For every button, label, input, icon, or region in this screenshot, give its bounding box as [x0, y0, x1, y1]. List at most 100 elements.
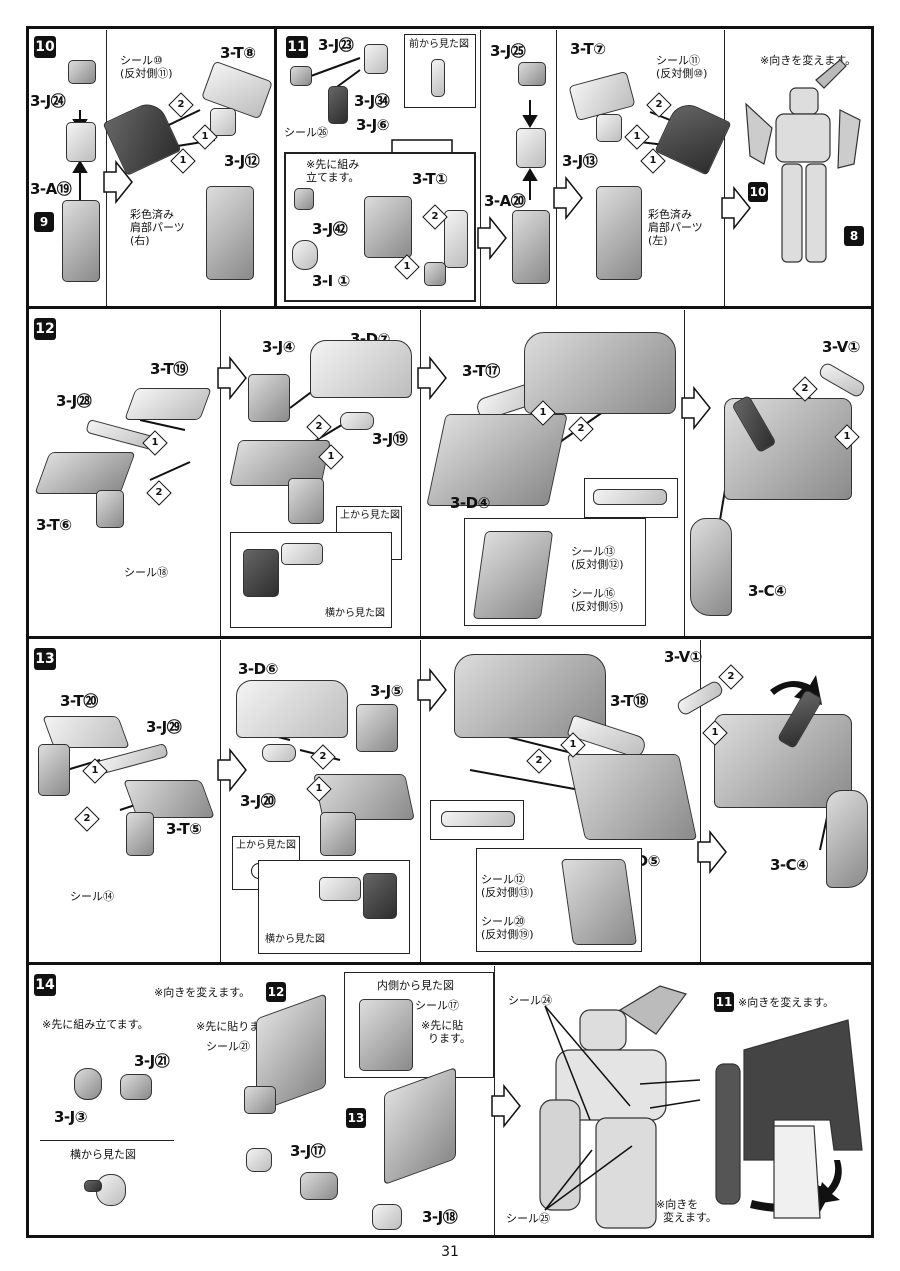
step-reference: 9: [34, 212, 54, 232]
part-label: 3-J㉞: [354, 92, 390, 110]
part-label: 3-A⑳: [484, 192, 526, 210]
sub-divider: [724, 30, 725, 306]
part-label: 3-C④: [748, 582, 787, 600]
front-view-label: 前から見た図: [409, 39, 469, 50]
part-label: 3-J㉕: [490, 42, 526, 60]
part-label: 3-D⑥: [238, 660, 278, 678]
flow-arrow-icon: [697, 829, 727, 875]
sticker-label: シール㉕: [506, 1212, 550, 1225]
step-number: 14: [34, 974, 56, 996]
flow-arrow-icon: [553, 175, 583, 221]
sticker-detail-part: [560, 859, 638, 945]
step-reference: 8: [844, 226, 864, 246]
part-j42: [294, 188, 314, 210]
sticker-label: シール㉔: [508, 994, 552, 1007]
part-label: 3-J⑱: [422, 1208, 458, 1226]
detail-box: [430, 800, 524, 840]
inner-view-label: 内側から見た図: [377, 979, 454, 992]
arm-part: [206, 186, 254, 280]
part-j17: [246, 1148, 272, 1172]
part-t19: [124, 388, 212, 420]
part-label: 3-J⑲: [372, 430, 408, 448]
part-t6: [34, 452, 136, 494]
sub-divider: [684, 310, 685, 636]
side-view-part: [281, 543, 323, 565]
part-c4: [690, 518, 732, 616]
part-t5-lower: [126, 812, 154, 856]
arm-part: [596, 186, 642, 280]
side-view-label: 横から見た図: [265, 934, 325, 945]
flow-arrow-icon: [477, 215, 507, 261]
sub-divider: [420, 640, 421, 962]
side-view-label: 横から見た図: [70, 1148, 136, 1161]
part-label: 3-J⑬: [562, 152, 598, 170]
part-label: 3-C④: [770, 856, 809, 874]
sticker-detail-box: シール⑬ (反対側⑫) シール⑯ (反対側⑮): [464, 518, 646, 626]
part-label: 3-J⑥: [356, 116, 389, 134]
part-label: 3-A⑲: [30, 180, 72, 198]
inner-view-box: 内側から見た図 シール⑰ ※先に貼 ります。: [344, 972, 494, 1078]
part-d6: [236, 680, 348, 738]
flow-arrow-icon: [721, 185, 751, 231]
part-label: 3-J④: [262, 338, 295, 356]
note: ※先に貼 ります。: [421, 1019, 471, 1045]
sub-divider: [480, 30, 481, 306]
note: ※向きを変えます。: [760, 54, 857, 67]
part-j18: [372, 1204, 402, 1230]
sticker-label: シール⑳ (反対側⑲): [481, 915, 534, 941]
flow-arrow-icon: [417, 667, 447, 713]
sub-divider: [700, 640, 701, 962]
part-a20: [516, 128, 546, 168]
part-j23: [290, 66, 312, 86]
part-label: 3-D④: [450, 494, 490, 512]
part-label: 3-T①: [412, 170, 448, 188]
step-reference: 10: [748, 182, 768, 202]
sticker-label: シール㉑: [206, 1040, 250, 1053]
part-d5: [566, 754, 698, 840]
sub-divider: [220, 310, 221, 636]
sticker-label: シール⑪ (反対側⑩): [656, 54, 708, 80]
detail-part: [593, 489, 667, 505]
step-number: 13: [34, 648, 56, 670]
sticker-label: シール⑭: [70, 890, 114, 903]
note: ※向きを変えます。: [154, 986, 251, 999]
note: ※向きを変えます。: [738, 996, 835, 1009]
caption: 彩色済み 肩部パーツ (右): [130, 208, 185, 247]
part-label: 3-J③: [54, 1108, 87, 1126]
sticker-detail-box: シール⑫ (反対側⑬) シール⑳ (反対側⑲): [476, 848, 642, 952]
sticker-label: シール⑱: [124, 566, 168, 579]
sticker-label: シール⑫ (反対側⑬): [481, 873, 534, 899]
step-number: 11: [286, 36, 308, 58]
flow-arrow-icon: [103, 159, 133, 205]
part-label: 3-T⑳: [60, 692, 98, 710]
sub-assembly-area: ※先に組み立てます。 3-J㉑ 3-J③ 横から見た図: [40, 1014, 174, 1218]
step-number: 12: [34, 318, 56, 340]
part-j34: [364, 44, 388, 74]
part-label: 3-T⑧: [220, 44, 256, 62]
caption: 彩色済み 肩部パーツ (左): [648, 208, 703, 247]
flow-arrow-icon: [417, 355, 447, 401]
flow-arrow-icon: [681, 385, 711, 431]
sub-divider: [220, 640, 221, 962]
flow-arrow-icon: [491, 1083, 521, 1129]
part-label: 3-T⑤: [166, 820, 202, 838]
sub-divider: [556, 30, 557, 306]
side-view-part: [363, 873, 397, 919]
row-divider: [26, 962, 874, 965]
part-label: 3-V①: [664, 648, 702, 666]
side-view-label: 横から見た図: [325, 608, 385, 619]
sticker-label: シール⑩ (反対側⑪): [120, 54, 173, 80]
part-j4: [248, 374, 290, 422]
part-t6-lower: [96, 490, 124, 528]
note: ※先に組み立てます。: [42, 1018, 149, 1031]
sub-divider: [420, 310, 421, 636]
armor-joint: [244, 1086, 276, 1114]
part-i1: [292, 240, 318, 270]
divider: [40, 1140, 174, 1141]
step-reference: 12: [266, 982, 286, 1002]
step-reference: 11: [714, 992, 734, 1012]
part-label: 3-I ①: [312, 272, 350, 290]
part-label: 3-J⑳: [240, 792, 276, 810]
part-label: 3-V①: [822, 338, 860, 356]
